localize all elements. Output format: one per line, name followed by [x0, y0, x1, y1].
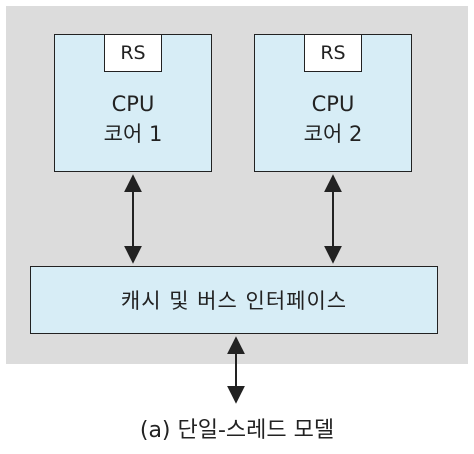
core-number: 코어 2 [303, 122, 363, 146]
cpu-core-2-box: RS CPU 코어 2 [254, 33, 412, 172]
rs-label: RS [120, 41, 146, 64]
cpu-title: CPU [311, 92, 355, 116]
core-number: 코어 1 [103, 122, 163, 146]
rs-register-1: RS [104, 33, 162, 72]
cpu-core-1-box: RS CPU 코어 1 [54, 33, 212, 172]
cache-bus-interface-box: 캐시 및 버스 인터페이스 [30, 266, 438, 334]
cpu-core-1-label: CPU 코어 1 [55, 89, 211, 149]
rs-label: RS [320, 41, 346, 64]
rs-register-2: RS [304, 33, 362, 72]
bus-label: 캐시 및 버스 인터페이스 [120, 289, 348, 313]
cpu-core-2-label: CPU 코어 2 [255, 89, 411, 149]
diagram-caption: (a) 단일-스레드 모델 [139, 418, 335, 443]
cpu-title: CPU [111, 92, 155, 116]
